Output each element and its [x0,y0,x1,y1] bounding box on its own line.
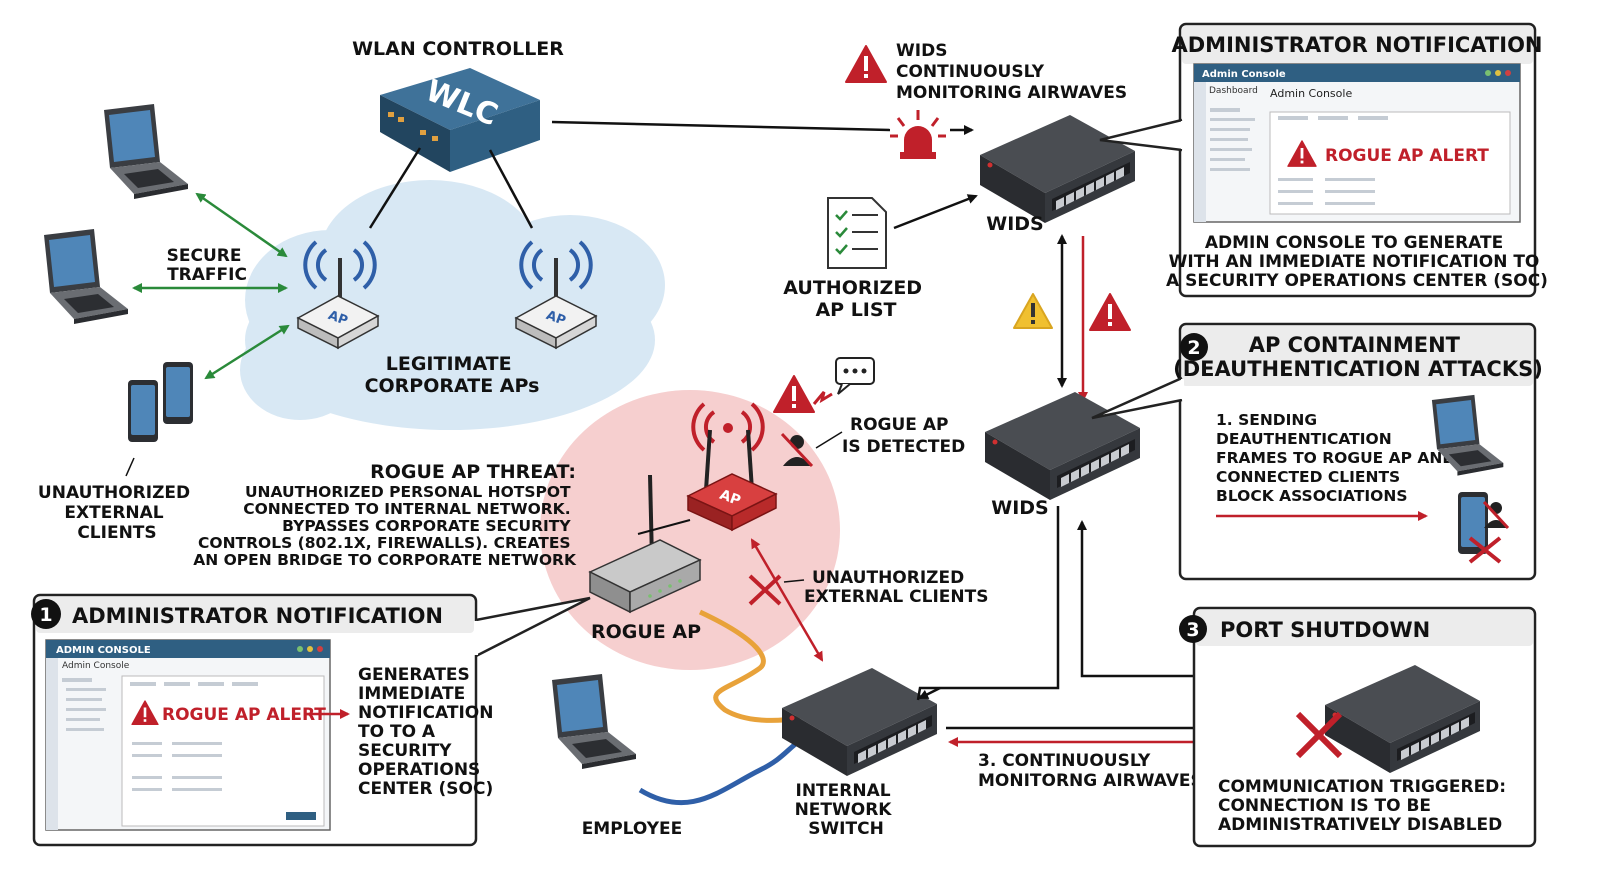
phone-icon-2[interactable] [163,362,193,424]
rogue-link [637,519,691,535]
warning-icon-red [1089,293,1131,331]
orange-cable [698,609,801,723]
panel-2-body: 1. SENDING DEAUTHENTICATION FRAMES TO RO… [1216,411,1461,505]
admin-console-window-1: ADMIN CONSOLE Admin Console ROGUE AP ALE… [45,639,331,831]
checklist-icon [827,197,887,269]
panel-1-title: ADMINISTRATOR NOTIFICATION [72,604,443,628]
svg-text:Admin Console: Admin Console [62,661,130,671]
blue-cable [638,735,807,806]
panel-port-shutdown: 3 PORT SHUTDOWN COMMUNICATION TRIGGERED:… [1179,606,1537,848]
secure-traffic-label: SECURE TRAFFIC [167,246,248,285]
warning-icon-wids [845,45,887,83]
panel-1-caption: GENERATES IMMEDIATE NOTIFICATION TO TO A… [358,665,499,799]
panel-2-title-2: (DEAUTHENTICATION ATTACKS) [1173,357,1543,381]
list-arrow [893,194,978,230]
warning-icon-yellow [1013,293,1053,329]
laptop-icon-1[interactable] [104,104,188,199]
panel-2-title-1: AP CONTAINMENT [1249,333,1461,357]
svg-text:Admin Console: Admin Console [1202,69,1286,80]
phone-icon-containment [1458,492,1488,554]
clients-pointer [125,457,135,477]
rogue-hotspot-badge: AP [717,487,742,509]
access-point-icon-2[interactable]: AP [514,240,598,350]
laptop-icon-employee[interactable] [552,674,636,769]
legitimate-aps-label: LEGITIMATE CORPORATE APs [365,353,540,397]
wlc-ap2-link [488,149,534,229]
x-mark-icon-containment [1468,536,1502,564]
svg-text:Admin Console: Admin Console [1270,87,1352,100]
x-mark-icon-middle [748,574,782,606]
unauthorized-clients-left-label: UNAUTHORIZED EXTERNAL CLIENTS [38,483,196,543]
panel-3-number: 3 [1186,619,1199,641]
wlc-icon[interactable]: WLC [380,68,540,172]
rogue-threat-body: UNAUTHORIZED PERSONAL HOTSPOT CONNECTED … [193,483,577,569]
wids-top-label: WIDS [986,213,1043,235]
wids-to-switch-arrow [918,686,941,700]
svg-text:AP CONTAINMENT (DEAUTHEN: AP CONTAINMENT (DEAUTHENTICATION ATTACKS… [1173,333,1543,381]
employee-label: EMPLOYEE [582,819,683,839]
panel-3-body: COMMUNICATION TRIGGERED: CONNECTION IS T… [1218,777,1512,835]
signal-bolt [812,391,833,405]
secure-link-1 [195,192,288,258]
svg-text:ADMIN CONSOLE: ADMIN CONSOLE [56,645,151,656]
secure-link-3 [204,324,290,380]
wids-monitor-label: WIDS CONTINUOUSLY MONITORING AIRWAVES [896,41,1127,103]
wlan-controller-label: WLAN CONTROLLER [352,38,564,60]
panel-top-caption: ADMIN CONSOLE TO GENERATE WITH AN IMMEDI… [1166,233,1548,291]
continuous-monitor-label: 3. CONTINUOUSLY MONITORNG AIRWAVES [978,751,1203,791]
person-blocked-icon [780,432,814,468]
x-mark-icon-shutdown [1295,711,1343,759]
authorized-list-label: AUTHORIZED AP LIST [783,277,928,321]
panel-ap-containment: 2 AP CONTAINMENT (DEAUTHENTICATION ATTAC… [1091,322,1543,581]
rogue-detected-label: ROGUE AP IS DETECTED [842,415,965,457]
siren-icon [890,110,946,159]
rogue-hotspot[interactable]: AP [686,402,778,532]
admin-console-window-top: Admin Console Dashboard Admin Console RO… [1193,63,1521,223]
unauth-pointer [783,579,805,583]
phone-icon-1[interactable] [128,380,158,442]
rogue-ap-label: ROGUE AP [591,621,701,643]
wids-mid-label: WIDS [991,497,1048,519]
panel-admin-notification-top: ADMINISTRATOR NOTIFICATION Admin Console… [1099,22,1548,298]
unauthorized-clients-mid-label: UNAUTHORIZED EXTERNAL CLIENTS [804,568,988,607]
rogue-threat-title: ROGUE AP THREAT: [370,461,576,483]
wlc-ap1-link [368,147,422,229]
panel-top-title: ADMINISTRATOR NOTIFICATION [1171,33,1542,57]
person-blocked-icon-containment [1482,500,1510,530]
rogue-alert-top: ROGUE AP ALERT [1325,146,1489,166]
panel-3-title: PORT SHUTDOWN [1220,618,1430,642]
access-point-icon-1[interactable]: AP [296,240,380,350]
wlc-wids-link [551,120,891,132]
rogue-alert-1: ROGUE AP ALERT [162,705,326,725]
detected-pointer [815,431,843,449]
internal-switch-label: INTERNAL NETWORK SWITCH [795,781,898,839]
switch-icon-wids-top[interactable] [980,115,1135,223]
switch-icon-internal[interactable] [782,668,937,776]
rogue-ap-router[interactable] [588,474,702,614]
panel-2-number: 2 [1187,337,1200,359]
unauthorized-link [750,538,824,662]
speech-bubble-icon [835,357,875,395]
warning-icon-rogue [773,375,815,413]
ap-badge-1: AP [326,308,350,329]
ap-badge-2: AP [544,308,568,329]
svg-text:Dashboard: Dashboard [1209,86,1258,96]
panel-1-number: 1 [39,604,52,626]
laptop-icon-2[interactable] [44,229,128,324]
panel-admin-notification-1: 1 ADMINISTRATOR NOTIFICATION ADMIN CONSO… [31,593,591,847]
